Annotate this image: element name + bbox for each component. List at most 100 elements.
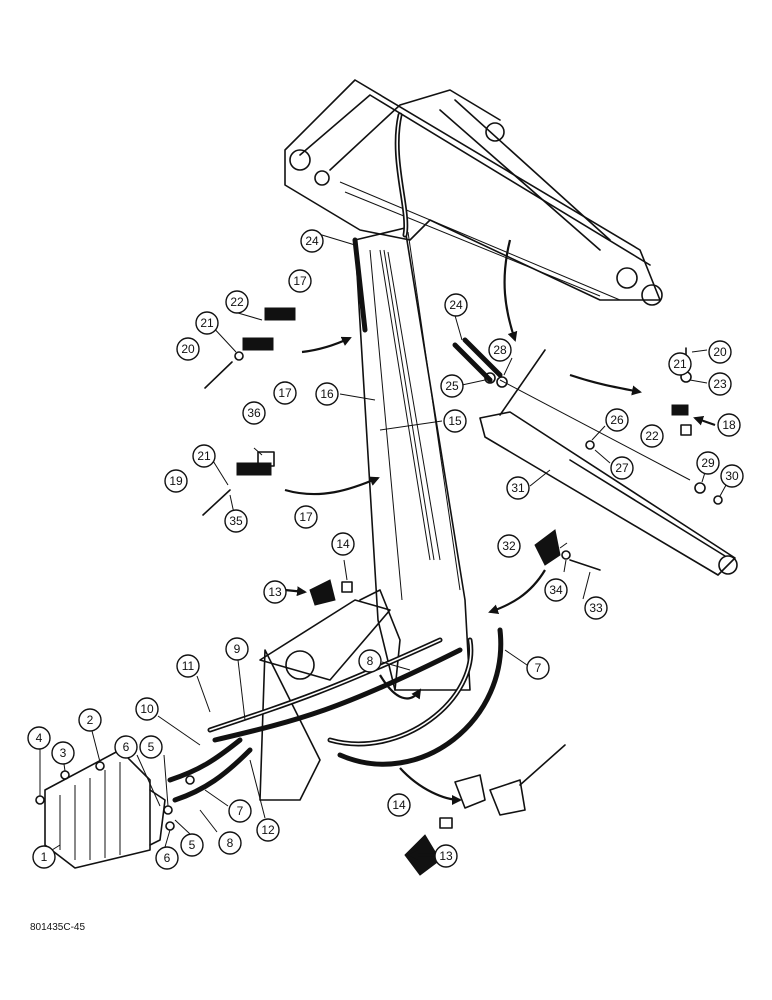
svg-text:7: 7 <box>535 661 542 675</box>
callout-12: 12 <box>256 818 280 842</box>
callout-24: 24 <box>300 229 324 253</box>
svg-text:24: 24 <box>449 298 463 312</box>
callout-10: 10 <box>135 697 159 721</box>
svg-text:23: 23 <box>713 377 727 391</box>
svg-text:3: 3 <box>60 746 67 760</box>
callout-27: 27 <box>610 456 634 480</box>
callout-20: 20 <box>708 340 732 364</box>
callout-17: 17 <box>288 269 312 293</box>
callout-17: 17 <box>273 381 297 405</box>
svg-text:34: 34 <box>549 583 563 597</box>
svg-text:18: 18 <box>722 418 736 432</box>
callout-19: 19 <box>164 469 188 493</box>
callout-11: 11 <box>176 654 200 678</box>
callout-21: 21 <box>668 352 692 376</box>
svg-text:33: 33 <box>589 601 603 615</box>
bucket-cylinder <box>479 349 738 576</box>
svg-text:21: 21 <box>197 449 211 463</box>
figure-code: 801435C-45 <box>30 922 85 933</box>
svg-text:13: 13 <box>268 585 282 599</box>
svg-text:22: 22 <box>645 429 659 443</box>
callout-30: 30 <box>720 464 744 488</box>
callout-6: 6 <box>155 846 179 870</box>
svg-text:14: 14 <box>392 798 406 812</box>
callout-26: 26 <box>605 408 629 432</box>
svg-text:26: 26 <box>610 413 624 427</box>
callout-24: 24 <box>444 293 468 317</box>
svg-text:30: 30 <box>725 469 739 483</box>
svg-text:11: 11 <box>182 659 195 673</box>
svg-text:24: 24 <box>305 234 319 248</box>
svg-text:12: 12 <box>261 823 275 837</box>
svg-text:20: 20 <box>713 345 727 359</box>
svg-text:4: 4 <box>36 731 43 745</box>
callout-1: 1 <box>32 845 56 869</box>
svg-text:17: 17 <box>293 274 307 288</box>
callout-2: 2 <box>78 708 102 732</box>
callout-28: 28 <box>488 338 512 362</box>
svg-text:7: 7 <box>237 804 244 818</box>
callout-6: 6 <box>114 735 138 759</box>
callout-21: 21 <box>192 444 216 468</box>
callout-13: 13 <box>434 844 458 868</box>
svg-text:13: 13 <box>439 849 453 863</box>
callout-8: 8 <box>358 649 382 673</box>
callout-15: 15 <box>443 409 467 433</box>
callout-29: 29 <box>696 451 720 475</box>
svg-text:9: 9 <box>234 642 241 656</box>
callout-22: 22 <box>225 290 249 314</box>
callout-34: 34 <box>544 578 568 602</box>
callout-7: 7 <box>526 656 550 680</box>
callout-4: 4 <box>27 726 51 750</box>
svg-text:35: 35 <box>229 514 243 528</box>
svg-text:10: 10 <box>140 702 154 716</box>
boom <box>284 79 663 306</box>
callout-31: 31 <box>506 476 530 500</box>
callout-14: 14 <box>331 532 355 556</box>
callout-14: 14 <box>387 793 411 817</box>
svg-text:20: 20 <box>181 342 195 356</box>
svg-text:15: 15 <box>448 414 462 428</box>
svg-text:19: 19 <box>169 474 183 488</box>
svg-text:32: 32 <box>502 539 516 553</box>
svg-text:1: 1 <box>41 850 48 864</box>
svg-text:2: 2 <box>87 713 94 727</box>
callout-33: 33 <box>584 596 608 620</box>
svg-text:6: 6 <box>164 851 171 865</box>
leader-lines <box>39 231 732 851</box>
callout-5: 5 <box>180 833 204 857</box>
svg-text:21: 21 <box>200 316 214 330</box>
svg-text:14: 14 <box>336 537 350 551</box>
callout-7: 7 <box>228 799 252 823</box>
callout-8: 8 <box>218 831 242 855</box>
svg-text:8: 8 <box>227 836 234 850</box>
svg-text:16: 16 <box>320 387 334 401</box>
callout-5: 5 <box>139 735 163 759</box>
svg-text:6: 6 <box>123 740 130 754</box>
svg-text:17: 17 <box>299 510 313 524</box>
svg-text:29: 29 <box>701 456 715 470</box>
callout-36: 36 <box>242 401 266 425</box>
hydraulic-hoses <box>167 112 504 803</box>
control-valve <box>44 749 166 869</box>
svg-text:25: 25 <box>445 379 459 393</box>
callout-21: 21 <box>195 311 219 335</box>
callout-35: 35 <box>224 509 248 533</box>
svg-text:28: 28 <box>493 343 507 357</box>
callout-9: 9 <box>225 637 249 661</box>
callout-20: 20 <box>176 337 200 361</box>
svg-text:22: 22 <box>230 295 244 309</box>
callout-16: 16 <box>315 382 339 406</box>
svg-text:17: 17 <box>278 386 292 400</box>
svg-text:31: 31 <box>511 481 525 495</box>
svg-text:21: 21 <box>673 357 687 371</box>
callout-23: 23 <box>708 372 732 396</box>
svg-text:5: 5 <box>189 838 196 852</box>
callout-22: 22 <box>640 424 664 448</box>
callout-3: 3 <box>51 741 75 765</box>
svg-text:8: 8 <box>367 654 374 668</box>
callout-17: 17 <box>294 505 318 529</box>
callout-18: 18 <box>717 413 741 437</box>
callout-32: 32 <box>497 534 521 558</box>
